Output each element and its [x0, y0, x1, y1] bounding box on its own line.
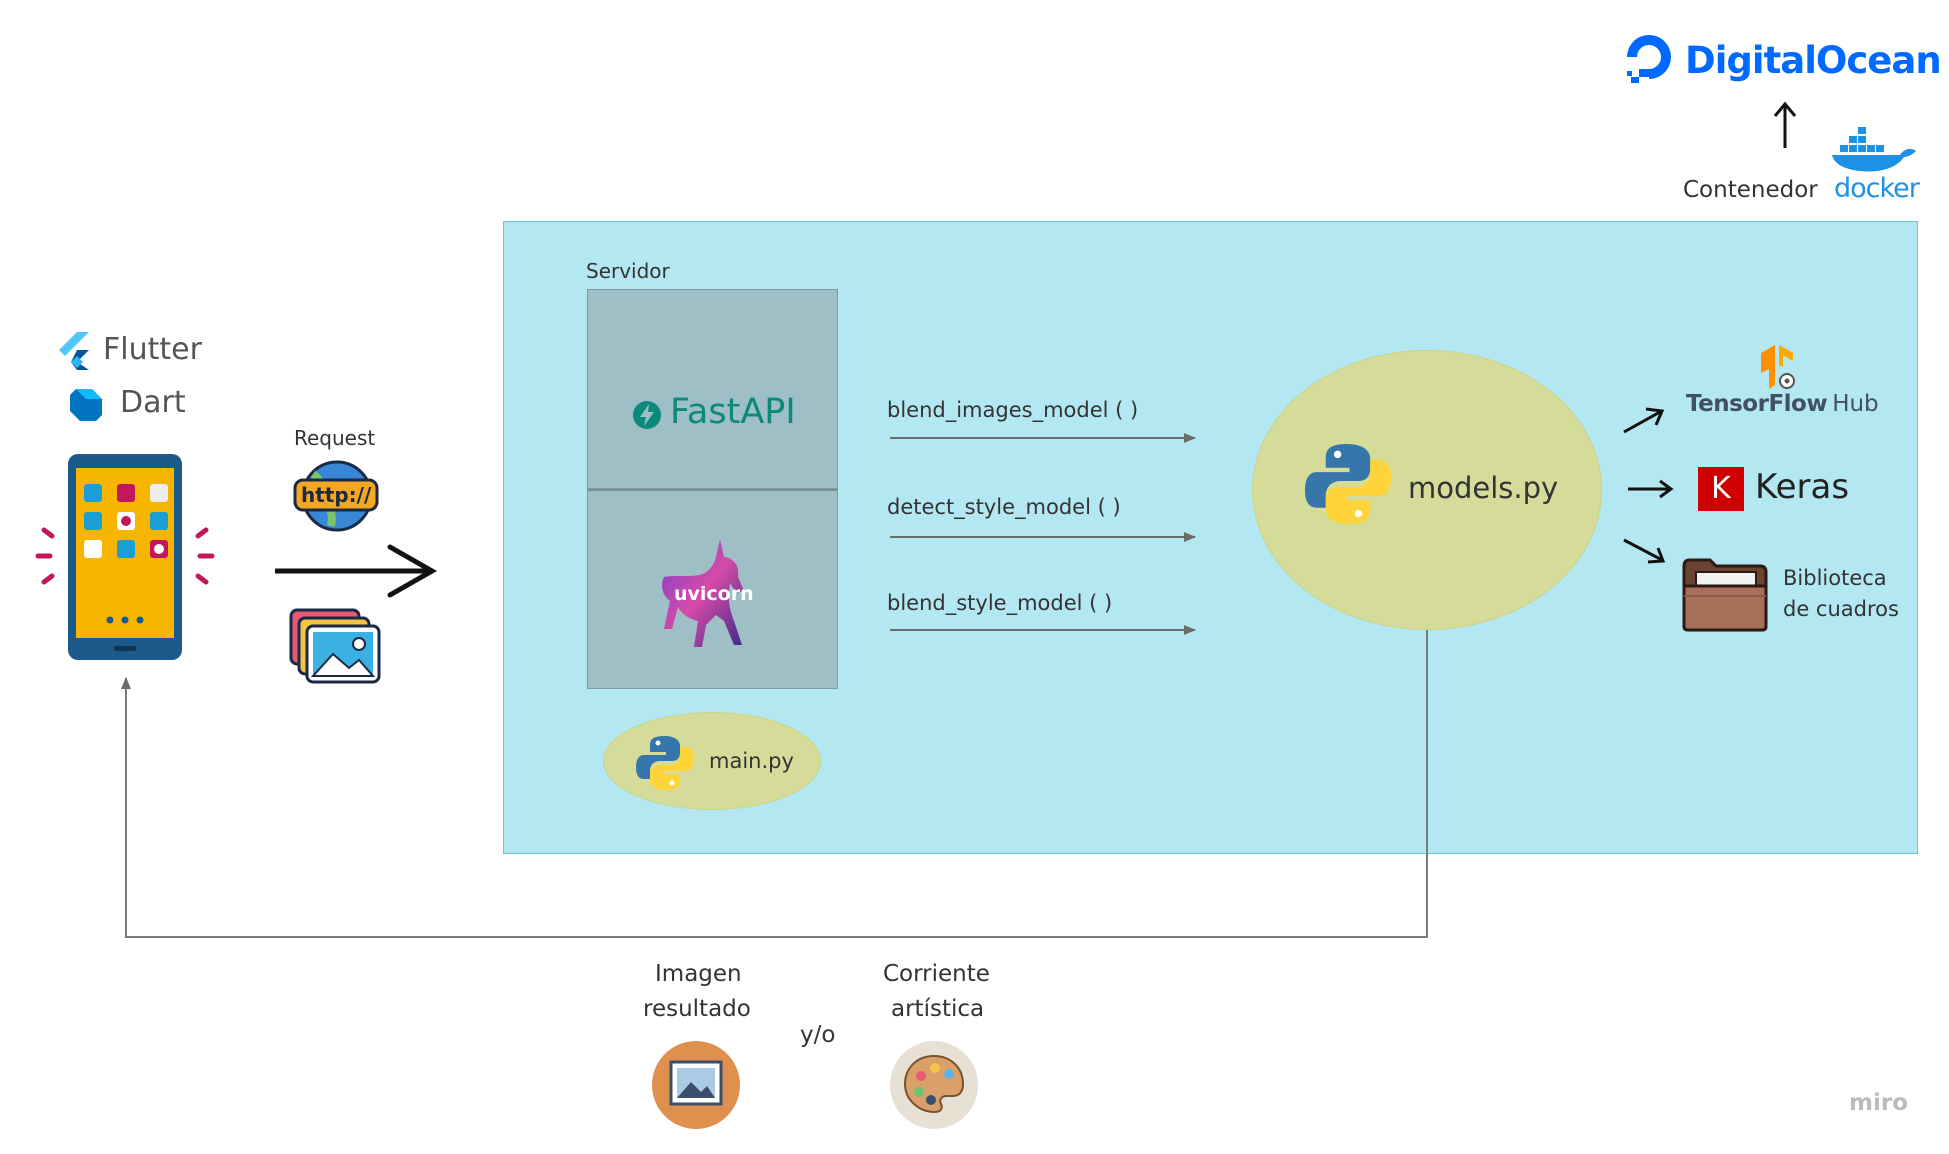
request-label: Request	[294, 426, 376, 450]
and-or-label: y/o	[800, 1022, 836, 1048]
function-label-blend-images: blend_images_model ( )	[887, 398, 1139, 422]
folder-label-line2: de cuadros	[1783, 597, 1899, 621]
fastapi-wordmark: FastAPI	[670, 392, 796, 432]
docker-wordmark: docker	[1834, 173, 1920, 204]
flutter-icon	[59, 332, 89, 370]
function-label-detect-style: detect_style_model ( )	[887, 495, 1121, 519]
keras-k-letter: K	[1711, 471, 1731, 506]
http-icon: http://	[291, 458, 381, 534]
miro-watermark: miro	[1849, 1090, 1908, 1116]
main-py-label: main.py	[709, 749, 794, 773]
arrow-to-folder	[1623, 538, 1666, 564]
uvicorn-box: uvicorn	[587, 489, 838, 689]
dart-wordmark: Dart	[120, 385, 186, 420]
uvicorn-wordmark: uvicorn	[674, 583, 754, 605]
fastapi-box: FastAPI	[587, 289, 838, 489]
output-image-label-line2: resultado	[643, 996, 751, 1022]
request-arrow	[275, 544, 438, 598]
folder-label-line1: Biblioteca	[1783, 566, 1887, 590]
keras-k-badge: K	[1698, 467, 1744, 511]
server-label: Servidor	[586, 259, 670, 283]
http-badge-text: http://	[301, 483, 372, 507]
palette-icon	[890, 1041, 978, 1129]
arrow-to-tensorflow	[1623, 407, 1665, 434]
dart-logo: Dart	[68, 383, 208, 425]
output-image-label-line1: Imagen	[655, 961, 742, 987]
picture-icon	[652, 1041, 740, 1129]
dart-icon	[70, 389, 102, 421]
function-label-blend-style: blend_style_model ( )	[887, 591, 1113, 615]
hub-wordmark: Hub	[1832, 391, 1879, 417]
arrow-to-keras	[1628, 479, 1674, 499]
tensorflow-wordmark: TensorFlow	[1686, 391, 1828, 417]
tensorflow-hub-logo: TensorFlow Hub	[1686, 391, 1879, 417]
deploy-up-arrow	[1773, 101, 1797, 148]
keras-wordmark: Keras	[1755, 467, 1850, 507]
output-style-label-line2: artística	[891, 996, 985, 1022]
container-label: Contenedor	[1683, 177, 1818, 203]
python-icon	[636, 736, 694, 790]
models-py-ellipse: models.py	[1252, 350, 1602, 630]
digitalocean-wordmark: DigitalOcean	[1685, 39, 1942, 82]
smartphone-icon	[35, 454, 215, 660]
python-icon-large	[1305, 443, 1391, 525]
globe-icon	[293, 460, 379, 532]
flutter-logo: Flutter	[57, 330, 217, 372]
output-style-label-line1: Corriente	[883, 961, 990, 987]
main-py-ellipse: main.py	[603, 712, 821, 810]
folder-icon	[1682, 558, 1768, 632]
digitalocean-icon	[1627, 35, 1671, 83]
models-py-label: models.py	[1408, 471, 1559, 505]
keras-logo: K Keras	[1698, 467, 1898, 513]
digitalocean-logo: DigitalOcean	[1627, 35, 1942, 87]
docker-logo: docker	[1828, 125, 1922, 204]
response-path	[121, 630, 1428, 938]
tensorflow-icon	[1761, 345, 1795, 389]
docker-whale-icon	[1832, 127, 1916, 172]
fastapi-bolt-icon	[633, 401, 661, 429]
images-stack-icon	[289, 608, 381, 684]
unicorn-icon	[662, 539, 744, 647]
flutter-wordmark: Flutter	[103, 332, 202, 367]
